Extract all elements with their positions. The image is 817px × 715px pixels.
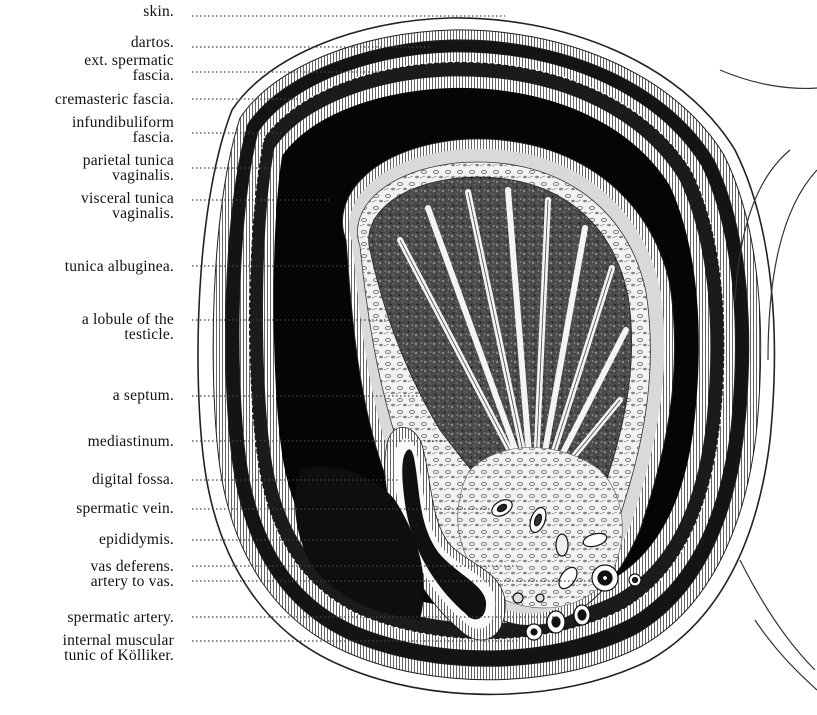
label-mediastinum: mediastinum.: [88, 434, 174, 449]
label-epididymis: epididymis.: [99, 532, 174, 547]
label-tunica-albuginea: tunica albuginea.: [65, 259, 174, 274]
label-digital-fossa: digital fossa.: [92, 472, 174, 487]
label-artery-to-vas: artery to vas.: [91, 574, 174, 589]
label-parietal-tunica-vaginalis: parietal tunica vaginalis.: [83, 153, 174, 183]
label-infundibuliform-fascia: infundibuliform fascia.: [72, 115, 174, 145]
label-skin: skin.: [143, 4, 174, 19]
label-spermatic-artery: spermatic artery.: [67, 610, 174, 625]
label-dartos: dartos.: [131, 35, 174, 50]
label-cremasteric-fascia: cremasteric fascia.: [55, 92, 174, 107]
label-vas-deferens: vas deferens.: [90, 559, 174, 574]
label-internal-muscular-tunic: internal muscular tunic of Kölliker.: [63, 633, 174, 663]
label-spermatic-vein: spermatic vein.: [76, 501, 174, 516]
label-septum: a septum.: [113, 388, 174, 403]
label-visceral-tunica-vaginalis: visceral tunica vaginalis.: [81, 191, 174, 221]
label-lobule-of-the-testicle: a lobule of the testicle.: [82, 312, 174, 342]
label-ext-spermatic-fascia: ext. spermatic fascia.: [84, 53, 174, 83]
